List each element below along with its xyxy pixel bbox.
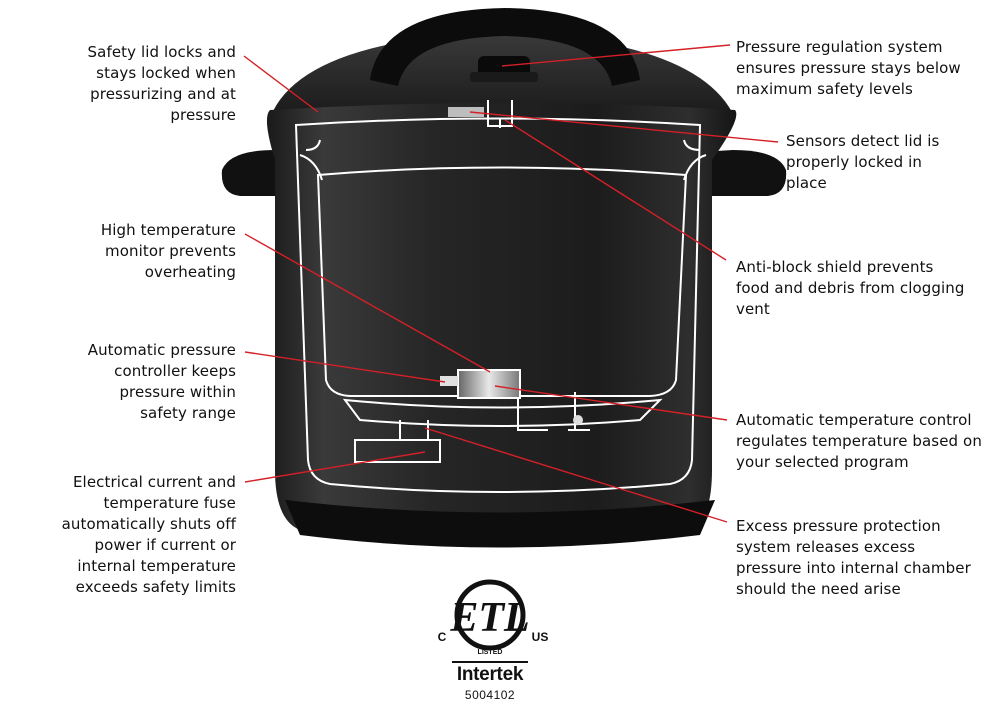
right-side-handle bbox=[700, 150, 787, 196]
outer-pot-outline bbox=[294, 117, 702, 493]
leader-high-temp bbox=[244, 233, 491, 373]
callout-fuse: Electrical current and temperature fuse … bbox=[61, 473, 236, 596]
pot-base-box bbox=[354, 439, 441, 463]
leader-safety-lid bbox=[243, 55, 319, 113]
cooker-base bbox=[285, 500, 715, 548]
lid-sensor bbox=[448, 107, 484, 117]
pressure-controller-block bbox=[440, 376, 458, 386]
callout-pressure-regulation: Pressure regulation system ensures press… bbox=[736, 38, 961, 98]
callout-high-temp: High temperature monitor prevents overhe… bbox=[100, 221, 236, 281]
cert-number: 5004102 bbox=[464, 688, 516, 702]
etl-listed-mark: ETL C US LISTED bbox=[438, 579, 549, 656]
lid-handle bbox=[370, 8, 640, 86]
leader-auto-pressure bbox=[244, 351, 446, 383]
leader-excess-pressure bbox=[424, 427, 728, 523]
etl-listed-text: LISTED bbox=[478, 649, 503, 656]
callout-safety-lid: Safety lid locks and stays locked when p… bbox=[87, 43, 236, 124]
leader-fuse bbox=[244, 451, 426, 483]
etl-letters: ETL bbox=[449, 595, 529, 641]
cooker-body bbox=[266, 103, 737, 539]
intertek-brand: Intertek bbox=[456, 664, 524, 685]
callout-anti-block: Anti-block shield prevents food and debr… bbox=[736, 258, 965, 318]
etl-us-letters: US bbox=[532, 630, 549, 644]
leader-pressure-regulation bbox=[501, 44, 731, 67]
leader-anti-block bbox=[504, 119, 727, 261]
inner-pot-outline bbox=[316, 166, 688, 397]
etl-c-letter: C bbox=[438, 630, 447, 644]
center-sensor bbox=[457, 369, 521, 399]
callout-excess-pressure: Excess pressure protection system releas… bbox=[736, 517, 971, 598]
callout-auto-temp: Automatic temperature control regulates … bbox=[736, 411, 982, 471]
callout-sensors: Sensors detect lid is properly locked in… bbox=[786, 132, 940, 192]
leader-sensors bbox=[469, 111, 779, 143]
cert-divider bbox=[452, 661, 528, 663]
heating-plate bbox=[342, 398, 663, 427]
leader-auto-temp bbox=[494, 385, 728, 421]
callout-auto-pressure: Automatic pressure controller keeps pres… bbox=[87, 341, 236, 422]
probe-tip bbox=[573, 415, 583, 425]
